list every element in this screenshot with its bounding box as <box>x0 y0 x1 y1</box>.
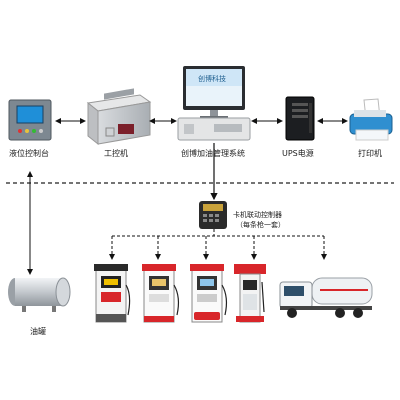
management-system-device <box>177 66 251 141</box>
ipc-device <box>86 88 152 146</box>
fuel-pump-2 <box>142 264 180 323</box>
card-controller-device <box>199 201 227 229</box>
label-ups: UPS电源 <box>282 149 314 158</box>
distribution-lines <box>109 229 327 260</box>
level-console-device <box>8 99 52 141</box>
ups-device <box>285 96 315 141</box>
tanker-truck <box>279 277 373 318</box>
label-tank: 油罐 <box>30 327 46 336</box>
label-management-system: 创博加油管理系统 <box>181 149 245 158</box>
label-printer: 打印机 <box>358 149 382 158</box>
printer-device <box>349 98 393 141</box>
fuel-pump-3 <box>190 264 228 323</box>
label-ipc: 工控机 <box>104 149 128 158</box>
label-level-console: 液位控制台 <box>9 149 49 158</box>
screen-logo: 创博科技 <box>198 75 226 83</box>
fuel-pump-4 <box>234 264 266 323</box>
label-controller-line2: （每条枪一套） <box>236 221 285 229</box>
oil-tank-device <box>8 277 71 312</box>
label-controller-line1: 卡机联动控制器 <box>233 211 282 219</box>
fuel-pump-1 <box>94 264 131 323</box>
